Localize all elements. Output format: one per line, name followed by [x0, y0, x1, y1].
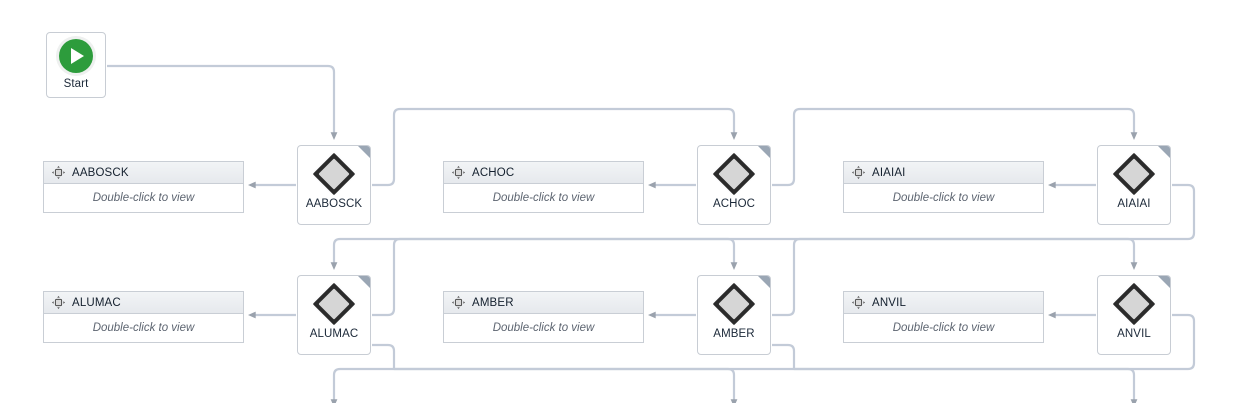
move-arrows-icon: [452, 166, 465, 179]
node-label: AIAIAI: [1117, 198, 1151, 210]
panel-hint: Double-click to view: [492, 322, 595, 334]
edge-amber-to-anvil: [772, 237, 1138, 317]
node-label: ALUMAC: [309, 328, 359, 340]
panel-body[interactable]: Double-click to view: [44, 184, 243, 212]
panel-header: AABOSCK: [44, 162, 243, 184]
move-arrows-icon: [852, 166, 865, 179]
node-label: ANVIL: [1117, 328, 1151, 340]
diamond-activity-icon: [712, 282, 756, 326]
folded-corner-icon: [758, 146, 770, 158]
panel-title: AMBER: [472, 296, 514, 309]
panel-header: ACHOC: [444, 162, 643, 184]
panel-hint: Double-click to view: [92, 192, 195, 204]
edge-amber-to-row3: [772, 343, 1138, 403]
panel-body[interactable]: Double-click to view: [44, 314, 243, 342]
panel-hint: Double-click to view: [892, 192, 995, 204]
edge-alumac-to-row3: [372, 343, 738, 403]
move-arrows-icon: [852, 296, 865, 309]
folded-corner-icon: [1158, 276, 1170, 288]
panel-body[interactable]: Double-click to view: [844, 184, 1043, 212]
panel-title: ACHOC: [472, 166, 515, 179]
panel-amber[interactable]: AMBER Double-click to view: [443, 291, 644, 343]
panel-anvil[interactable]: ANVIL Double-click to view: [843, 291, 1044, 343]
panel-title: AABOSCK: [72, 166, 129, 179]
folded-corner-icon: [358, 276, 370, 288]
node-label: ACHOC: [712, 198, 756, 210]
panel-header: ALUMAC: [44, 292, 243, 314]
panel-title: AIAIAI: [872, 166, 906, 179]
start-node[interactable]: Start: [46, 32, 106, 98]
node-alumac[interactable]: ALUMAC: [297, 275, 371, 355]
start-node-label: Start: [63, 78, 89, 90]
edge-alumac-to-amber: [372, 237, 738, 317]
diamond-activity-icon: [1112, 152, 1156, 196]
folded-corner-icon: [758, 276, 770, 288]
folded-corner-icon: [1158, 146, 1170, 158]
diamond-activity-icon: [312, 282, 356, 326]
node-label: AMBER: [713, 328, 755, 340]
edge-anvil-to-next-row: [330, 313, 1196, 403]
panel-header: AMBER: [444, 292, 643, 314]
panel-body[interactable]: Double-click to view: [444, 184, 643, 212]
panel-body[interactable]: Double-click to view: [844, 314, 1043, 342]
folded-corner-icon: [358, 146, 370, 158]
panel-header: AIAIAI: [844, 162, 1043, 184]
diamond-activity-icon: [312, 152, 356, 196]
node-aabosck[interactable]: AABOSCK: [297, 145, 371, 225]
edge-aabosck-to-achoc-route: [372, 107, 738, 187]
panel-hint: Double-click to view: [492, 192, 595, 204]
panel-title: ANVIL: [872, 296, 906, 309]
panel-aabosck[interactable]: AABOSCK Double-click to view: [43, 161, 244, 213]
edge-start-to-aabosck: [107, 64, 338, 141]
play-icon: [59, 39, 93, 73]
node-amber[interactable]: AMBER: [697, 275, 771, 355]
move-arrows-icon: [52, 166, 65, 179]
panel-header: ANVIL: [844, 292, 1043, 314]
move-arrows-icon: [452, 296, 465, 309]
node-label: AABOSCK: [305, 198, 363, 210]
edge-aiaiai-to-alumac: [330, 183, 1196, 271]
diamond-activity-icon: [712, 152, 756, 196]
node-anvil[interactable]: ANVIL: [1097, 275, 1171, 355]
panel-body[interactable]: Double-click to view: [444, 314, 643, 342]
panel-achoc[interactable]: ACHOC Double-click to view: [443, 161, 644, 213]
node-achoc[interactable]: ACHOC: [697, 145, 771, 225]
panel-alumac[interactable]: ALUMAC Double-click to view: [43, 291, 244, 343]
panel-aiaiai[interactable]: AIAIAI Double-click to view: [843, 161, 1044, 213]
panel-hint: Double-click to view: [92, 322, 195, 334]
node-aiaiai[interactable]: AIAIAI: [1097, 145, 1171, 225]
diamond-activity-icon: [1112, 282, 1156, 326]
panel-hint: Double-click to view: [892, 322, 995, 334]
move-arrows-icon: [52, 296, 65, 309]
edge-achoc-to-aiaiai: [772, 107, 1138, 187]
panel-title: ALUMAC: [72, 296, 121, 309]
